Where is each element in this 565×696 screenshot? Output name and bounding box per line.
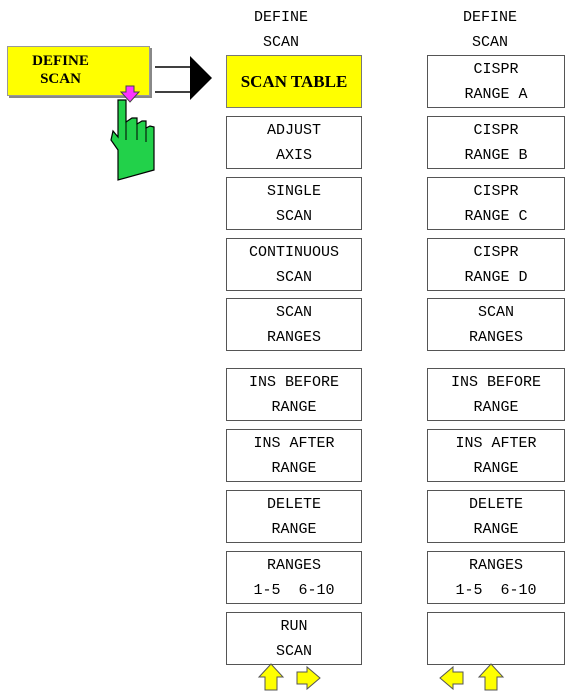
menu1-softkey-4[interactable]: CONTINUOUS SCAN (226, 238, 362, 291)
softkey-label: RANGE (271, 459, 317, 477)
softkey-label: RANGE (473, 398, 519, 416)
up-arrow-icon (477, 663, 505, 691)
softkey-label: SCAN (477, 303, 514, 321)
menu2-softkey-1[interactable]: CISPR RANGE A (427, 55, 565, 108)
menu1-header-line2: SCAN (262, 34, 299, 51)
softkey-label: 1-5 6-10 (455, 581, 537, 599)
softkey-label: SCAN (275, 268, 312, 286)
define-scan-hardkey[interactable]: DEFINE SCAN (7, 46, 150, 96)
softkey-label: SCAN (275, 207, 312, 225)
softkey-label: RUN (280, 617, 308, 635)
menu2-softkey-3[interactable]: CISPR RANGE C (427, 177, 565, 230)
softkey-label: DELETE (266, 495, 321, 513)
menu1-softkey-8[interactable]: DELETE RANGE (226, 490, 362, 543)
softkey-label: RANGES (266, 556, 321, 574)
softkey-label: ADJUST (266, 121, 321, 139)
softkey-label: CISPR (473, 121, 519, 139)
softkey-label: RANGE (473, 459, 519, 477)
hardkey-label-line2: SCAN (40, 71, 81, 87)
softkey-label: CISPR (473, 243, 519, 261)
softkey-label: CISPR (473, 60, 519, 78)
softkey-label: INS BEFORE (450, 373, 541, 391)
softkey-label: RANGE A (464, 85, 528, 103)
menu2-softkey-8[interactable]: DELETE RANGE (427, 490, 565, 543)
softkey-label: CONTINUOUS (248, 243, 339, 261)
menu2-header: DEFINE SCAN (415, 5, 565, 55)
softkey-label: RANGE C (464, 207, 528, 225)
softkey-label: SCAN TABLE (240, 72, 348, 91)
menu2-header-line2: SCAN (471, 34, 508, 51)
right-arrow-icon (296, 665, 321, 691)
menu2-softkey-6[interactable]: INS BEFORE RANGE (427, 368, 565, 421)
menu1-softkey-7[interactable]: INS AFTER RANGE (226, 429, 362, 482)
softkey-label: INS AFTER (253, 434, 335, 452)
up-arrow-icon (257, 663, 285, 691)
softkey-label: RANGE (271, 520, 317, 538)
menu1-softkey-3[interactable]: SINGLE SCAN (226, 177, 362, 230)
softkey-label: 1-5 6-10 (253, 581, 335, 599)
menu1-softkey-5[interactable]: SCAN RANGES (226, 298, 362, 351)
menu1-header-line1: DEFINE (253, 9, 308, 26)
menu1-softkey-1[interactable]: SCAN TABLE (226, 55, 362, 108)
softkey-label: RANGES (468, 556, 523, 574)
menu1-softkey-2[interactable]: ADJUST AXIS (226, 116, 362, 169)
softkey-label: AXIS (275, 146, 312, 164)
softkey-label: DELETE (468, 495, 523, 513)
softkey-label: RANGES (266, 328, 321, 346)
softkey-label: CISPR (473, 182, 519, 200)
softkey-label: SCAN (275, 303, 312, 321)
softkey-label: INS AFTER (455, 434, 537, 452)
menu2-softkey-9[interactable]: RANGES 1-5 6-10 (427, 551, 565, 604)
menu2-softkey-10[interactable] (427, 612, 565, 665)
menu2-softkey-2[interactable]: CISPR RANGE B (427, 116, 565, 169)
right-arrow-icon (155, 56, 212, 100)
hand-pointer-icon (110, 99, 155, 181)
left-arrow-icon (439, 665, 464, 691)
hardkey-label-line1: DEFINE (32, 53, 89, 69)
menu1-header: DEFINE SCAN (206, 5, 356, 55)
softkey-label: SCAN (275, 642, 312, 660)
softkey-label: SINGLE (266, 182, 321, 200)
softkey-label: RANGE (271, 398, 317, 416)
menu1-softkey-6[interactable]: INS BEFORE RANGE (226, 368, 362, 421)
menu1-softkey-10[interactable]: RUN SCAN (226, 612, 362, 665)
menu2-softkey-5[interactable]: SCAN RANGES (427, 298, 565, 351)
softkey-label: RANGE B (464, 146, 528, 164)
menu1-softkey-9[interactable]: RANGES 1-5 6-10 (226, 551, 362, 604)
softkey-label: RANGES (468, 328, 523, 346)
softkey-label: INS BEFORE (248, 373, 339, 391)
menu2-header-line1: DEFINE (462, 9, 517, 26)
softkey-label: RANGE D (464, 268, 528, 286)
down-arrow-icon (119, 85, 141, 103)
softkey-label: RANGE (473, 520, 519, 538)
